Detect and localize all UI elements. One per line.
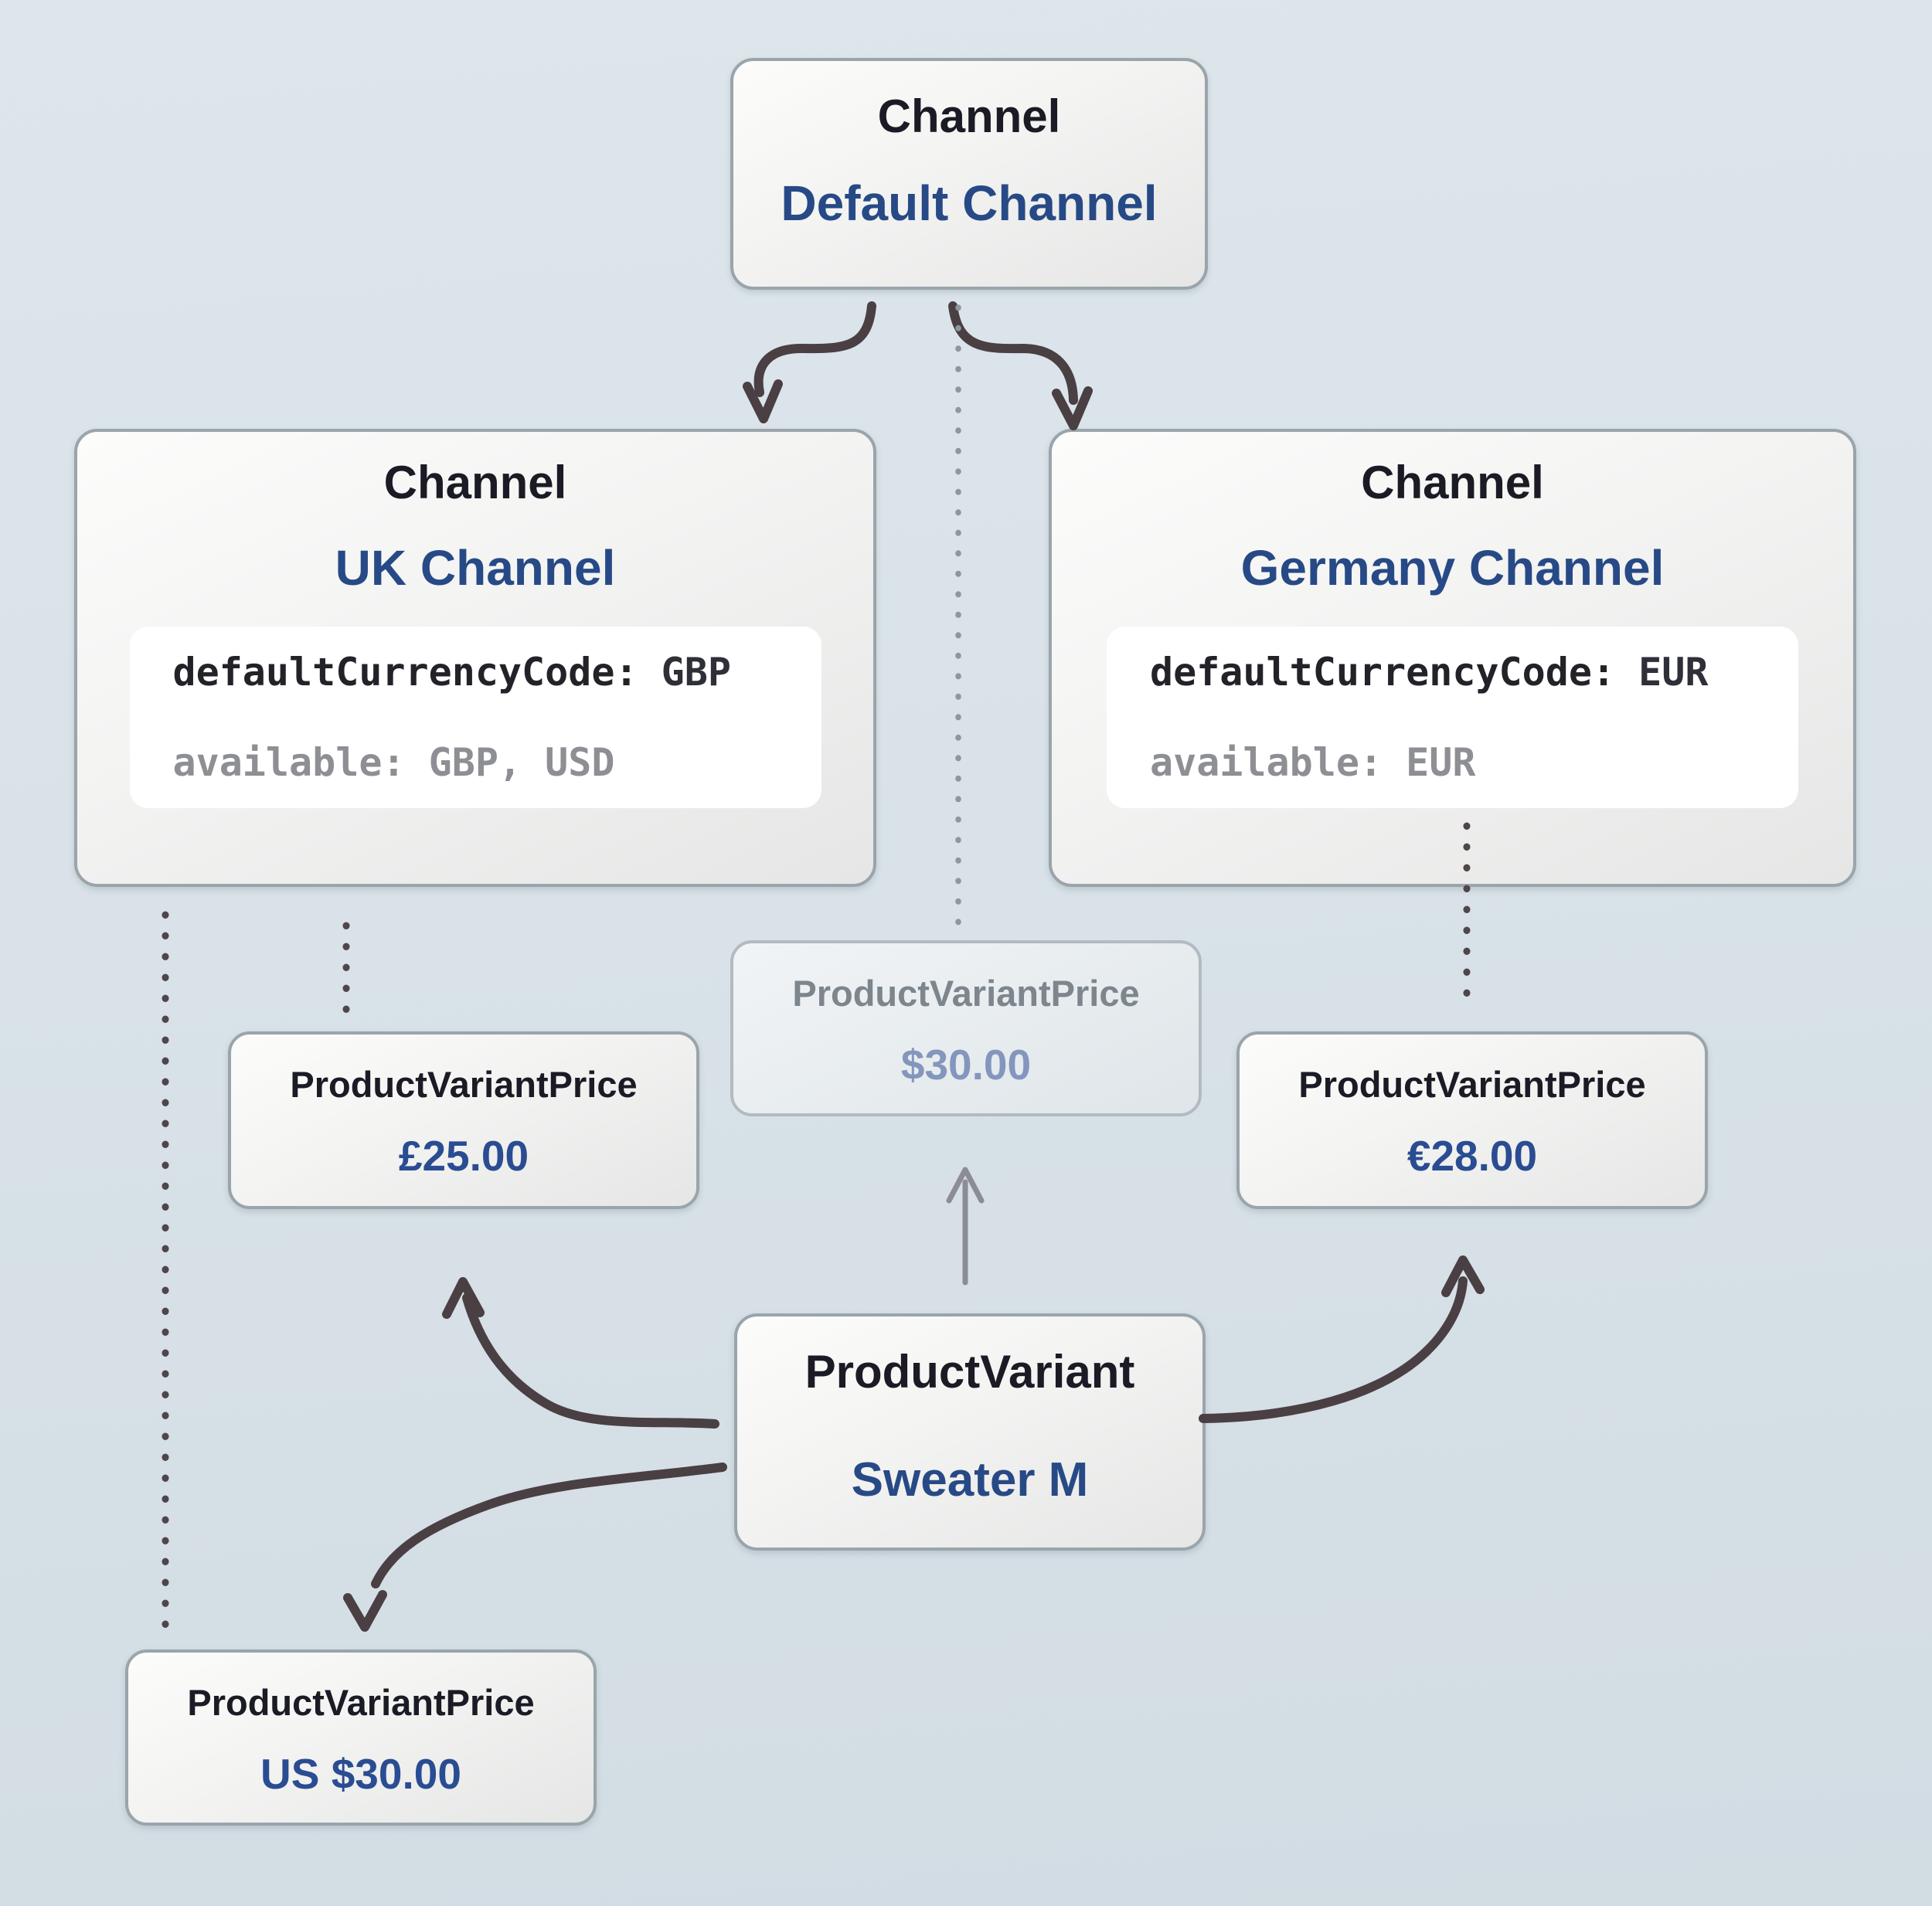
node-price-uk: ProductVariantPrice £25.00 (228, 1031, 699, 1209)
node-type-label: ProductVariantPrice (1298, 1064, 1646, 1105)
node-type-label: ProductVariantPrice (792, 973, 1140, 1014)
node-type-label: ProductVariantPrice (187, 1682, 535, 1723)
node-type-label: Channel (877, 90, 1061, 142)
node-name-label: UK Channel (335, 540, 616, 596)
default-currency-line: defaultCurrencyCode: EUR (1150, 650, 1709, 695)
node-channel-default: Channel Default Channel (730, 58, 1208, 290)
node-product-variant: ProductVariant Sweater M (734, 1313, 1206, 1551)
currency-code-block: defaultCurrencyCode: EUR available: EUR (1107, 627, 1798, 808)
available-currencies-line: available: EUR (1150, 740, 1476, 785)
node-price-germany: ProductVariantPrice €28.00 (1236, 1031, 1708, 1209)
price-value-label: £25.00 (398, 1132, 529, 1180)
node-price-us: ProductVariantPrice US $30.00 (125, 1649, 597, 1826)
arrow-default-to-germany-channel (948, 301, 1093, 430)
default-currency-line: defaultCurrencyCode: GBP (172, 650, 731, 695)
price-value-label: US $30.00 (260, 1750, 461, 1798)
arrow-variant-to-us-price (343, 1463, 727, 1632)
node-channel-germany: Channel Germany Channel defaultCurrencyC… (1049, 429, 1856, 887)
currency-code-block: defaultCurrencyCode: GBP available: GBP,… (129, 627, 821, 808)
available-currencies-line: available: GBP, USD (172, 740, 615, 785)
arrow-default-to-uk-channel (743, 301, 876, 423)
arrow-variant-to-default-price (946, 1167, 985, 1286)
arrow-variant-to-uk-price (442, 1277, 719, 1429)
node-type-label: Channel (1361, 457, 1544, 508)
node-name-label: Default Channel (781, 175, 1158, 231)
price-value-label: €28.00 (1406, 1132, 1538, 1180)
node-price-default-faded: ProductVariantPrice $30.00 (730, 940, 1202, 1116)
arrow-variant-to-germany-price (1199, 1255, 1485, 1423)
node-name-label: Germany Channel (1240, 540, 1665, 596)
node-name-label: Sweater M (851, 1453, 1089, 1507)
node-type-label: ProductVariantPrice (290, 1064, 638, 1105)
node-type-label: ProductVariant (804, 1346, 1135, 1398)
node-channel-uk: Channel UK Channel defaultCurrencyCode: … (74, 429, 876, 887)
node-type-label: Channel (383, 457, 567, 508)
price-value-label: $30.00 (900, 1041, 1032, 1089)
